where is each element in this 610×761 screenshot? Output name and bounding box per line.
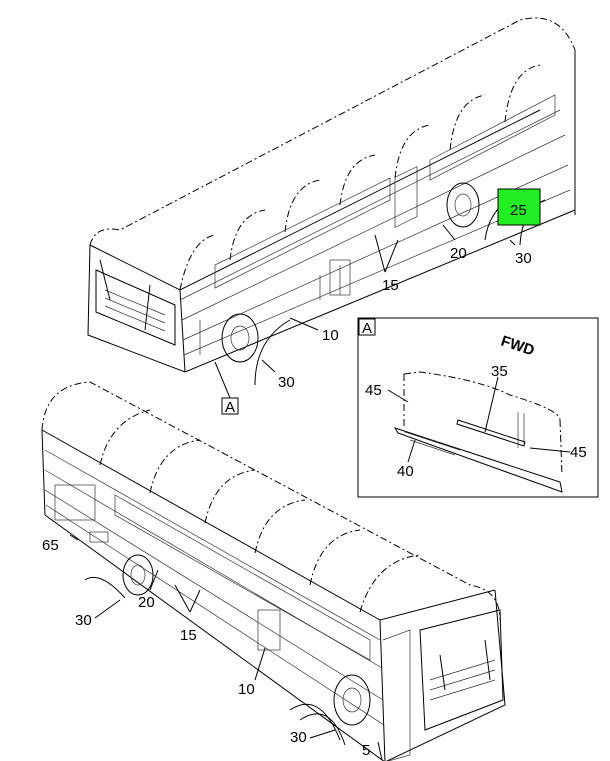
top-callout-leaders [214, 189, 516, 399]
callout-35[interactable]: 35 [491, 363, 508, 380]
callout-10-bottom[interactable]: 10 [238, 681, 255, 698]
callout-30-bottom-front[interactable]: 30 [290, 729, 307, 746]
callout-40[interactable]: 40 [397, 463, 414, 480]
view-ref-box [221, 397, 239, 415]
callout-65[interactable]: 65 [42, 537, 59, 554]
callout-20-bottom[interactable]: 20 [138, 594, 155, 611]
callout-25[interactable]: 25 [510, 202, 527, 219]
bottom-callout-leaders [69, 534, 383, 761]
callout-30-bottom-rear[interactable]: 30 [75, 612, 92, 629]
highlighted-callout-box[interactable] [497, 188, 541, 226]
bottom-bus-illustration [41, 381, 506, 761]
callout-30-top-rear[interactable]: 30 [515, 250, 532, 267]
callout-15-top[interactable]: 15 [382, 277, 399, 294]
callout-10-top[interactable]: 10 [322, 327, 339, 344]
callout-30-top-front[interactable]: 30 [278, 374, 295, 391]
detail-view-a: A FWD 45 35 45 40 [357, 317, 599, 498]
view-ref-a[interactable]: A [225, 399, 235, 416]
callout-5[interactable]: 5 [362, 742, 370, 759]
callout-45-left[interactable]: 45 [365, 382, 382, 399]
detail-title: A [362, 320, 372, 337]
callout-20-top[interactable]: 20 [450, 245, 467, 262]
top-bus-illustration [87, 17, 576, 386]
callout-15-bottom[interactable]: 15 [180, 627, 197, 644]
callout-45-right[interactable]: 45 [570, 444, 587, 461]
